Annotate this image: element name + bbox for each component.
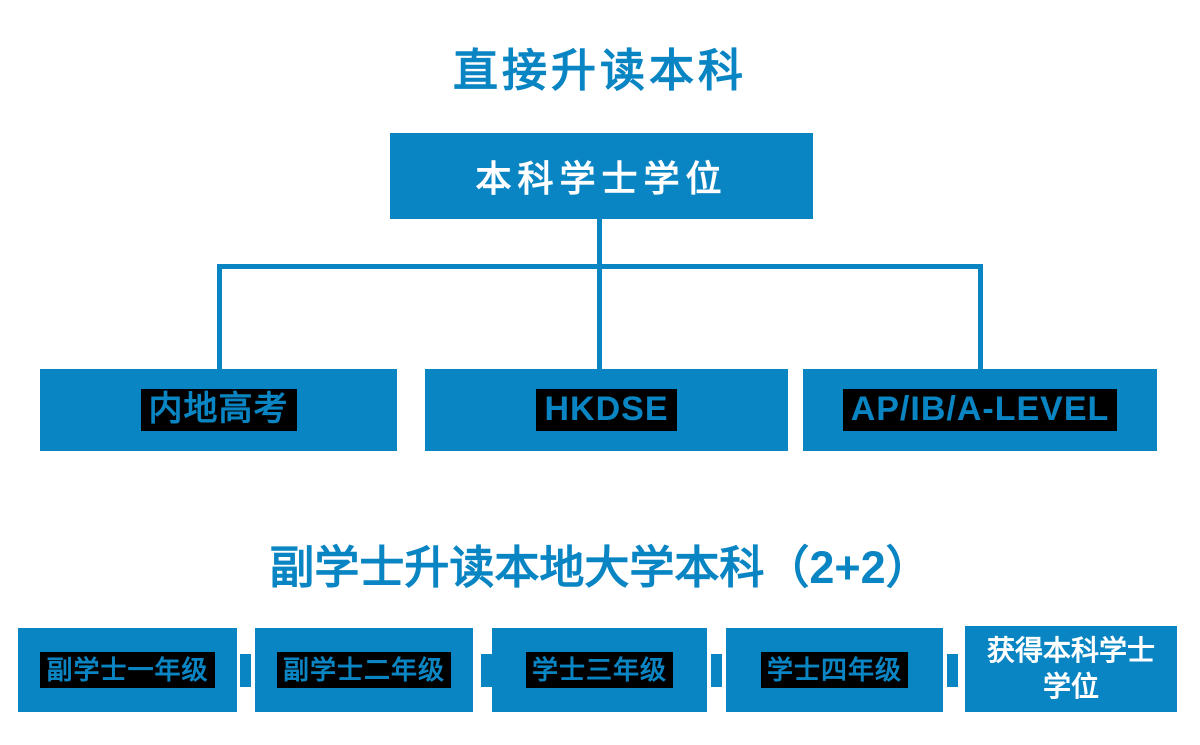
connector-drop-line-middle: [597, 264, 602, 370]
connector-drop-line-left: [217, 264, 222, 370]
stage-box-label: 学士三年级: [525, 651, 673, 689]
stage-box-label: 副学士一年级: [40, 651, 215, 689]
pathway-box-ap-ib-alevel: AP/IB/A-LEVEL: [803, 369, 1157, 451]
pathway-box-label: HKDSE: [536, 389, 677, 431]
section-direct-title: 直接升读本科: [452, 45, 747, 96]
stage-box-associate-year1: 副学士一年级: [18, 628, 237, 712]
flow-connector-square-3: [711, 654, 722, 687]
stage-box-label: 副学士二年级: [276, 651, 451, 689]
connector-drop-line-right: [978, 264, 983, 370]
stage-box-obtain-bachelor-degree: 获得本科学士 学位: [965, 626, 1177, 712]
stage-box-label-line1: 获得本科学士: [986, 635, 1155, 666]
stage-box-associate-year2: 副学士二年级: [255, 628, 473, 712]
pathway-box-label: AP/IB/A-LEVEL: [842, 389, 1118, 431]
connector-stem-line: [597, 219, 602, 269]
flow-connector-square-4: [947, 654, 958, 687]
stage-box-bachelor-year4: 学士四年级: [726, 628, 943, 712]
stage-box-bachelor-year3: 学士三年级: [492, 628, 707, 712]
flow-connector-square-1: [240, 654, 251, 687]
root-box-label: 本科学士学位: [475, 158, 728, 199]
stage-box-label-line2: 学位: [1042, 671, 1099, 702]
flow-connector-square-2: [481, 654, 492, 687]
root-box-bachelor-degree: 本科学士学位: [390, 133, 813, 219]
pathway-box-hkdse: HKDSE: [425, 369, 788, 451]
pathway-box-mainland-gaokao: 内地高考: [40, 369, 397, 451]
pathway-box-label: 内地高考: [140, 389, 297, 431]
stage-box-label: 学士四年级: [760, 651, 908, 689]
section-associate-title: 副学士升读本地大学本科（2+2）: [269, 542, 931, 593]
